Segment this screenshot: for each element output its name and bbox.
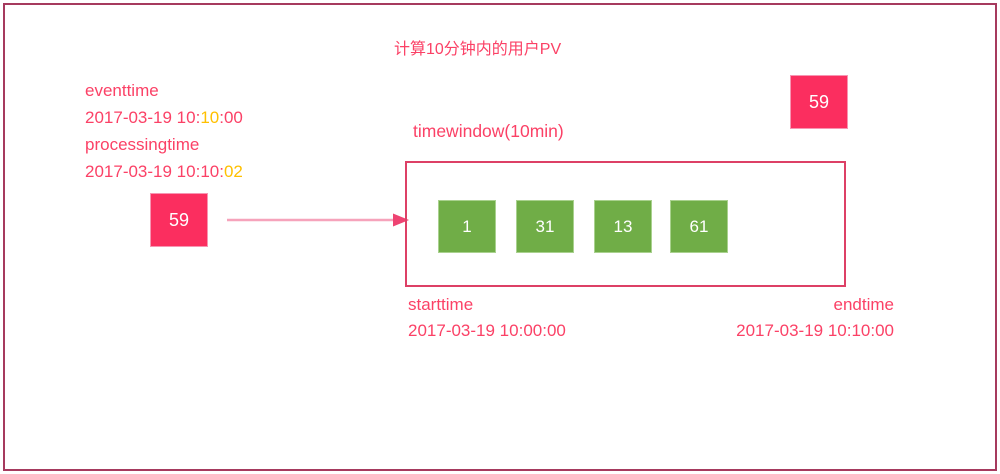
eventtime-highlight: 10 [200,108,220,127]
processingtime-label: processingtime [85,135,200,154]
eventtime-prefix: 2017-03-19 10: [85,108,201,127]
eventtime-label: eventtime [85,81,159,100]
starttime-value: 2017-03-19 10:00:00 [408,321,566,340]
corner-event-box: 59 [790,75,848,129]
processingtime-highlight: 02 [223,162,243,181]
window-element: 61 [670,200,728,253]
event-info-block: eventtime 2017-03-19 10:10:00 processing… [85,77,243,185]
endtime-label: endtime [833,295,894,314]
timewindow-box [405,161,846,287]
page-title: 计算10分钟内的用户PV [394,41,562,58]
endtime-block: endtime 2017-03-19 10:10:00 [736,292,894,344]
arrow-right-icon [227,213,409,227]
processingtime-prefix: 2017-03-19 10:10: [85,162,224,181]
incoming-event-box: 59 [150,193,208,247]
endtime-value: 2017-03-19 10:10:00 [736,321,894,340]
eventtime-value: 2017-03-19 10:10:00 [85,104,243,131]
timewindow-label: timewindow(10min) [413,121,564,141]
window-element: 31 [516,200,574,253]
eventtime-suffix: :00 [219,108,243,127]
starttime-label: starttime [408,295,474,314]
starttime-block: starttime 2017-03-19 10:00:00 [408,292,566,344]
processingtime-value: 2017-03-19 10:10:02 [85,158,243,185]
window-element: 13 [594,200,652,253]
window-element: 1 [438,200,496,253]
